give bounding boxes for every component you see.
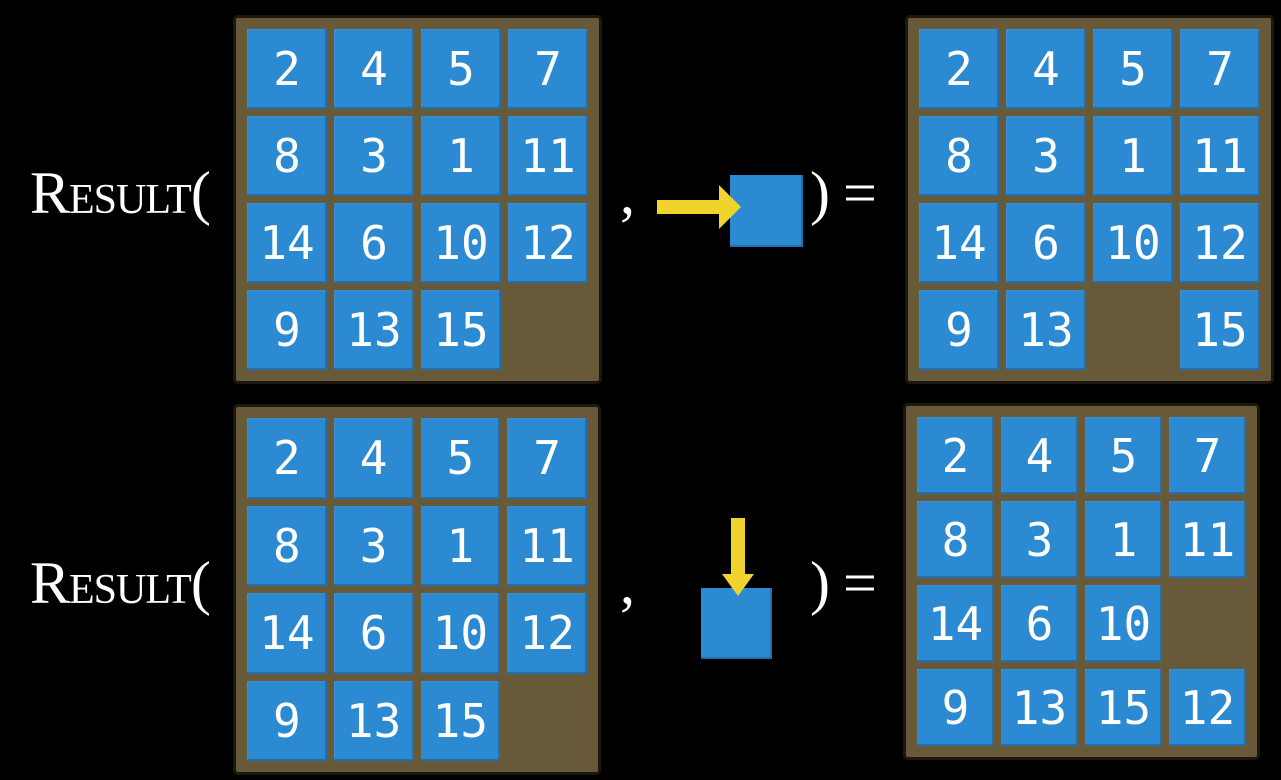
comma-separator: , [620, 160, 635, 226]
tile-12: 12 [507, 593, 587, 674]
tile-2: 2 [247, 29, 327, 109]
tile-9: 9 [919, 290, 999, 370]
tile-4: 4 [334, 29, 414, 109]
tile-7: 7 [507, 418, 587, 499]
blank-cell [507, 681, 587, 762]
tile-15: 15 [420, 680, 501, 761]
tile-15: 15 [1180, 290, 1260, 370]
tile-10: 10 [1085, 585, 1162, 662]
tile-4: 4 [1001, 417, 1078, 494]
tile-4: 4 [1006, 29, 1086, 109]
tile-7: 7 [1180, 29, 1260, 109]
tile-3: 3 [334, 116, 414, 196]
tile-8: 8 [247, 505, 327, 586]
tile-1: 1 [1093, 116, 1173, 196]
tile-7: 7 [508, 29, 588, 109]
tile-14: 14 [917, 585, 994, 662]
tile-9: 9 [247, 290, 327, 370]
tile-11: 11 [508, 116, 588, 196]
action-tile-square [730, 175, 803, 247]
tile-4: 4 [333, 418, 414, 499]
blank-cell [1093, 290, 1173, 370]
tile-2: 2 [919, 29, 999, 109]
blank-cell [1169, 585, 1246, 662]
tile-8: 8 [917, 501, 994, 578]
tile-5: 5 [1085, 417, 1162, 494]
tile-1: 1 [1085, 501, 1162, 578]
tile-3: 3 [1006, 116, 1086, 196]
tile-3: 3 [333, 505, 414, 586]
tile-6: 6 [1006, 203, 1086, 283]
tile-13: 13 [1001, 669, 1078, 746]
tile-6: 6 [333, 593, 414, 674]
tile-10: 10 [421, 203, 501, 283]
tile-6: 6 [334, 203, 414, 283]
tile-12: 12 [508, 203, 588, 283]
tile-8: 8 [247, 116, 327, 196]
tile-5: 5 [420, 418, 501, 499]
tile-11: 11 [1180, 116, 1260, 196]
close-paren-equals-label: ) = [810, 550, 877, 616]
down-arrow-icon [722, 518, 754, 596]
tile-11: 11 [1169, 501, 1246, 578]
tile-12: 12 [1169, 669, 1246, 746]
tile-15: 15 [421, 290, 501, 370]
tile-15: 15 [1085, 669, 1162, 746]
tile-10: 10 [420, 593, 501, 674]
result-function-label: Result( [30, 550, 211, 616]
tile-1: 1 [420, 505, 501, 586]
right-arrow-icon [657, 185, 741, 229]
tile-12: 12 [1180, 203, 1260, 283]
action-tile-square [701, 588, 772, 659]
result-function-label: Result( [30, 160, 211, 226]
tile-14: 14 [247, 593, 327, 674]
tile-5: 5 [1093, 29, 1173, 109]
tile-14: 14 [247, 203, 327, 283]
tile-2: 2 [247, 418, 327, 499]
close-paren-equals-label: ) = [810, 160, 877, 226]
comma-separator: , [620, 550, 635, 616]
tile-2: 2 [917, 417, 994, 494]
tile-11: 11 [507, 505, 587, 586]
tile-5: 5 [421, 29, 501, 109]
tile-9: 9 [247, 680, 327, 761]
tile-9: 9 [917, 669, 994, 746]
tile-3: 3 [1001, 501, 1078, 578]
tile-13: 13 [333, 680, 414, 761]
tile-10: 10 [1093, 203, 1173, 283]
tile-6: 6 [1001, 585, 1078, 662]
tile-13: 13 [334, 290, 414, 370]
tile-1: 1 [421, 116, 501, 196]
tile-13: 13 [1006, 290, 1086, 370]
tile-7: 7 [1169, 417, 1246, 494]
tile-14: 14 [919, 203, 999, 283]
tile-8: 8 [919, 116, 999, 196]
blank-cell [508, 290, 588, 370]
